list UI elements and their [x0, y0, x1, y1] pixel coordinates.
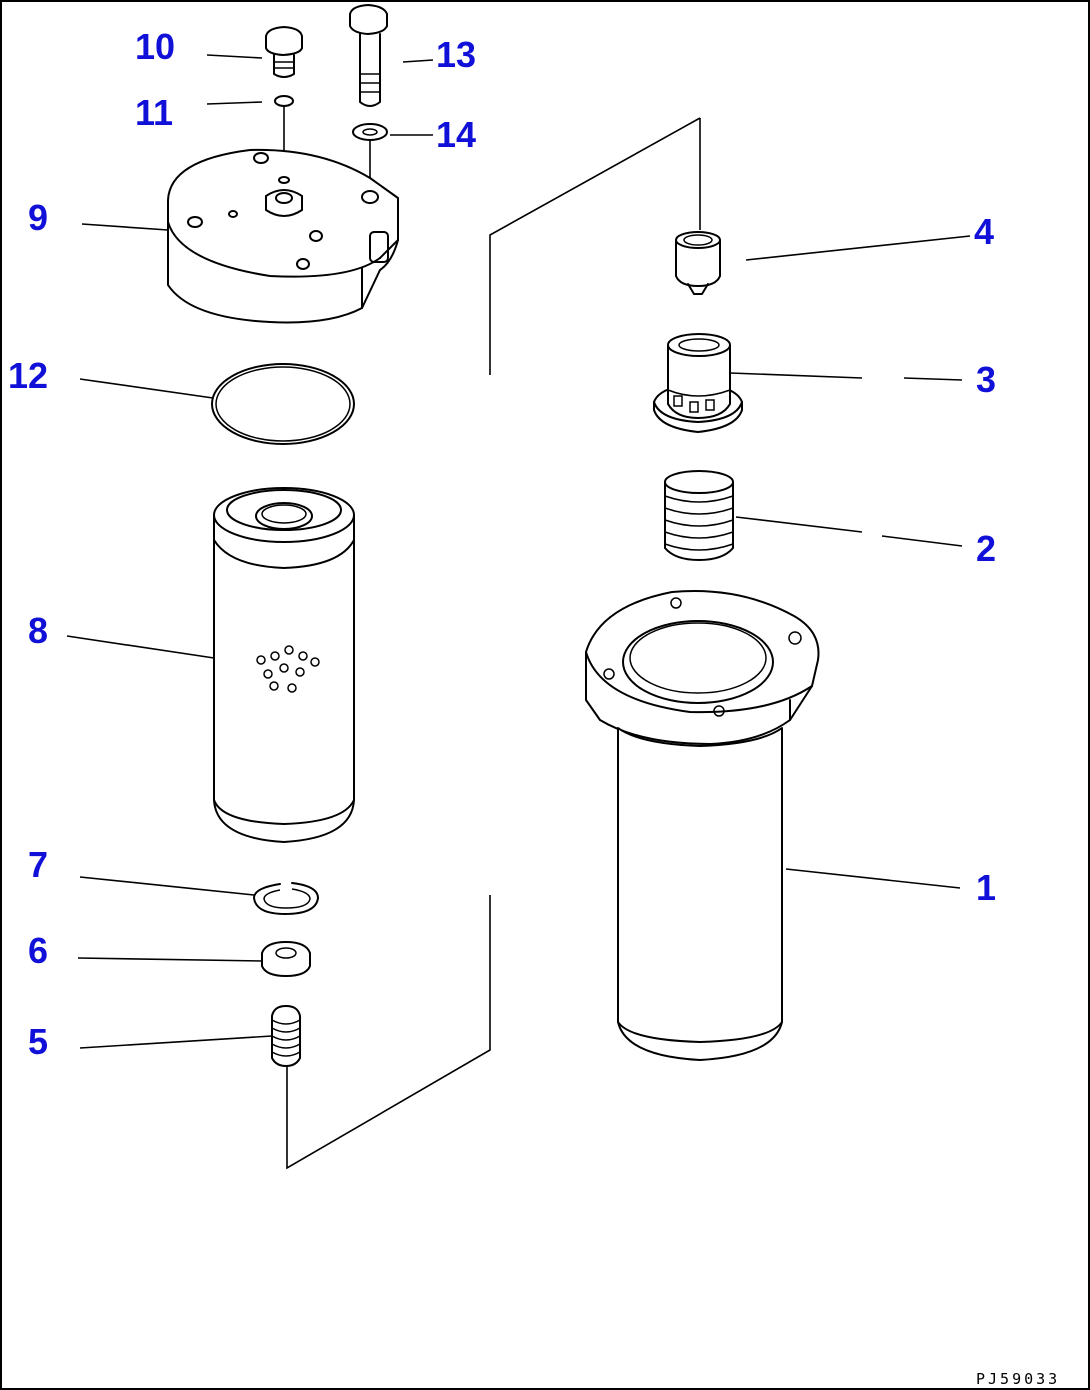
- callout-7: 7: [28, 844, 48, 885]
- part-6-retainer: [261, 941, 311, 977]
- callout-labels: 10 11 13 14 9 12 8 7 6 5 4 3 2 1: [8, 26, 996, 1062]
- callout-2: 2: [976, 528, 996, 569]
- filter-element-label-dots: [256, 645, 320, 693]
- part-10-bolt: [265, 26, 303, 78]
- part-1-filter-case: [585, 590, 820, 1061]
- part-13-bolt: [349, 4, 388, 107]
- part-11-washer: [274, 95, 294, 107]
- callout-3: 3: [976, 359, 996, 400]
- callout-10: 10: [135, 26, 175, 67]
- callout-9: 9: [28, 197, 48, 238]
- callout-14: 14: [436, 114, 476, 155]
- callout-12: 12: [8, 355, 48, 396]
- callout-11: 11: [135, 92, 173, 133]
- assembly-bracket-line: [286, 117, 701, 1170]
- part-7-snap-ring: [253, 882, 319, 915]
- part-3-valve: [653, 333, 743, 433]
- part-9-filter-head: [167, 148, 399, 324]
- callout-1: 1: [976, 867, 996, 908]
- part-14-washer: [352, 123, 388, 141]
- part-2-spring: [664, 470, 734, 561]
- callout-6: 6: [28, 930, 48, 971]
- callout-4: 4: [974, 211, 994, 252]
- drawing-code: PJ59033: [976, 1370, 1060, 1388]
- part-4-plug: [675, 231, 721, 295]
- callout-leader-lines: [66, 54, 971, 1049]
- callout-8: 8: [28, 610, 48, 651]
- callout-5: 5: [28, 1021, 48, 1062]
- part-12-o-ring: [211, 363, 355, 445]
- callout-13: 13: [436, 34, 476, 75]
- part-8-filter-element: [213, 487, 355, 843]
- part-5-spring: [271, 1005, 301, 1067]
